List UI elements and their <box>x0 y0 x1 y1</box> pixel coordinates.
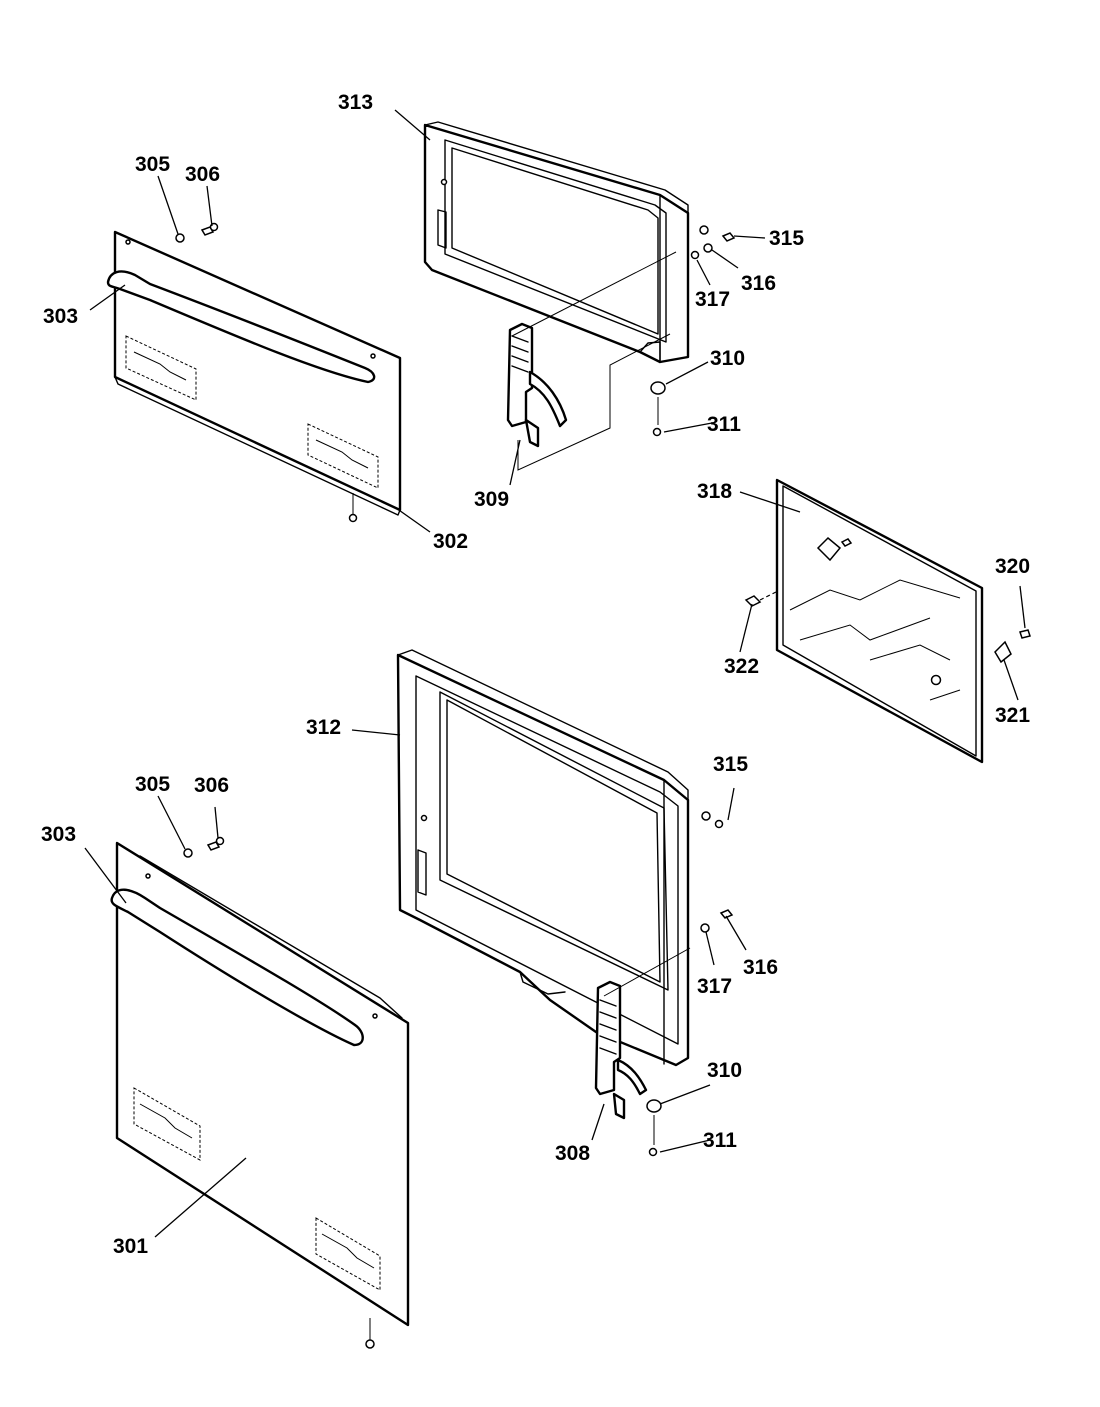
leader-lines <box>84 109 1026 1238</box>
hinge-hardware-bottom <box>646 811 734 1157</box>
screw-305-306-top <box>175 222 219 243</box>
callout-315-bottom: 315 <box>713 753 748 776</box>
callout-308: 308 <box>555 1142 590 1165</box>
drawer-handle-303-top <box>106 270 376 384</box>
callout-301: 301 <box>113 1235 148 1258</box>
callout-303-top: 303 <box>43 305 78 328</box>
callout-312: 312 <box>306 716 341 739</box>
hinge-hardware-top <box>650 225 736 437</box>
callout-306-top: 306 <box>185 163 220 186</box>
callout-306-bottom: 306 <box>194 774 229 797</box>
callout-316-top: 316 <box>741 272 776 295</box>
callout-310-bottom: 310 <box>707 1059 742 1082</box>
door-outer-panel-301 <box>115 841 410 1327</box>
callout-321: 321 <box>995 704 1030 727</box>
door-glass-318 <box>759 478 984 764</box>
callout-310-top: 310 <box>710 347 745 370</box>
callout-305-bottom: 305 <box>135 773 170 796</box>
callout-315-top: 315 <box>769 227 804 250</box>
callout-302: 302 <box>433 530 468 553</box>
inner-frame-313 <box>423 121 690 364</box>
inner-frame-312 <box>396 649 690 1067</box>
callout-317-bottom: 317 <box>697 975 732 998</box>
callout-303-bottom: 303 <box>41 823 76 846</box>
callout-309: 309 <box>474 488 509 511</box>
callout-316-bottom: 316 <box>743 956 778 979</box>
glass-clip-hardware <box>744 595 1031 664</box>
callout-318: 318 <box>697 480 732 503</box>
callout-322: 322 <box>724 655 759 678</box>
door-screw-301 <box>365 1318 375 1349</box>
callout-labels: 313 305 306 303 315 316 317 310 311 309 … <box>41 91 1030 1258</box>
callout-311-top: 311 <box>707 413 741 436</box>
drawer-screw-302 <box>348 493 358 523</box>
callout-320: 320 <box>995 555 1030 578</box>
callout-317-top: 317 <box>695 288 730 311</box>
door-handle-303-bottom <box>110 888 364 1047</box>
hinge-309 <box>506 251 677 448</box>
hinge-guide-lines-top <box>517 333 671 471</box>
screw-305-306-bottom <box>183 836 225 858</box>
callout-305-top: 305 <box>135 153 170 176</box>
callout-313: 313 <box>338 91 373 114</box>
hinge-308 <box>594 947 691 1120</box>
callout-311-bottom: 311 <box>703 1129 737 1152</box>
